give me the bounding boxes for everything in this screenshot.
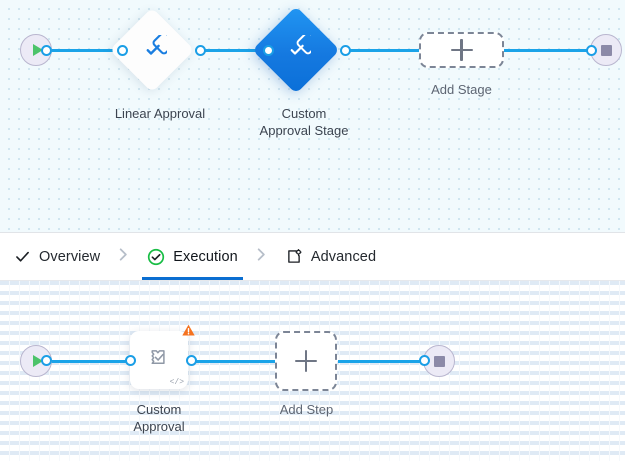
end-input-port[interactable] <box>419 355 430 366</box>
connector-add-to-end <box>504 49 590 52</box>
stage-label-custom-approval-stage: Custom Approval Stage <box>259 106 349 138</box>
end-input-port[interactable] <box>586 45 597 56</box>
connector-stage1-to-stage2 <box>200 49 268 52</box>
tab-overview-label: Overview <box>39 248 101 265</box>
step1-input-port[interactable] <box>125 355 136 366</box>
play-icon <box>32 44 43 56</box>
tab-advanced-label: Advanced <box>310 248 377 265</box>
add-stage-button[interactable] <box>419 32 504 68</box>
step-flow-canvas[interactable]: </> Custom Approval Add Step <box>0 281 625 461</box>
connector-step1-to-add <box>191 360 275 363</box>
plus-icon <box>450 39 473 61</box>
stage2-output-port[interactable] <box>340 45 351 56</box>
wizard-tab-bar[interactable]: Overview Execution <box>0 232 625 281</box>
connector-stage2-to-add <box>345 49 420 52</box>
connector-add-to-end <box>338 360 423 363</box>
connector-start-to-stage1 <box>46 49 124 52</box>
stage-shape-diamond[interactable] <box>109 7 195 93</box>
step1-output-port[interactable] <box>186 355 197 366</box>
tab-separator-2 <box>252 233 271 280</box>
start-output-port[interactable] <box>41 45 52 56</box>
stop-icon <box>433 355 445 367</box>
stage1-output-port[interactable] <box>195 45 206 56</box>
stage-shape-diamond-selected[interactable] <box>252 6 340 94</box>
plus-icon <box>295 350 317 372</box>
check-circle-icon <box>147 248 165 266</box>
stage2-input-port[interactable] <box>263 45 274 56</box>
step-node-custom-approval[interactable]: </> <box>130 324 195 389</box>
step-label-custom-approval: Custom Approval <box>133 402 185 434</box>
chevron-right-icon <box>254 246 269 268</box>
check-icon <box>14 248 31 265</box>
tab-separator-1 <box>114 233 133 280</box>
stop-icon <box>600 44 612 56</box>
end-node[interactable] <box>423 345 455 377</box>
settings-page-icon <box>285 248 303 266</box>
start-output-port[interactable] <box>41 355 52 366</box>
stage-label-linear-approval: Linear Approval <box>114 106 206 121</box>
play-icon <box>32 355 43 367</box>
tab-advanced[interactable]: Advanced <box>271 233 390 280</box>
stage-node-custom-approval-stage[interactable] <box>252 6 340 94</box>
warning-triangle-icon[interactable] <box>181 323 196 338</box>
stage-node-linear-approval[interactable] <box>109 7 195 93</box>
tab-execution[interactable]: Execution <box>133 233 252 280</box>
add-step-label: Add Step <box>279 402 334 417</box>
tab-overview[interactable]: Overview <box>0 233 114 280</box>
stage-flow-canvas[interactable]: Linear Approval Custom Approval Stage Ad… <box>0 0 625 232</box>
stage1-input-port[interactable] <box>117 45 128 56</box>
chevron-right-icon <box>116 246 131 268</box>
code-badge-icon: </> <box>169 378 184 387</box>
approval-task-icon <box>145 344 173 377</box>
approval-diamond-icon <box>281 35 311 65</box>
approval-diamond-icon <box>137 35 167 65</box>
tab-execution-label: Execution <box>173 248 238 265</box>
add-stage-label: Add Stage <box>431 82 492 97</box>
add-step-button[interactable] <box>275 331 337 391</box>
connector-start-to-step1 <box>46 360 129 363</box>
